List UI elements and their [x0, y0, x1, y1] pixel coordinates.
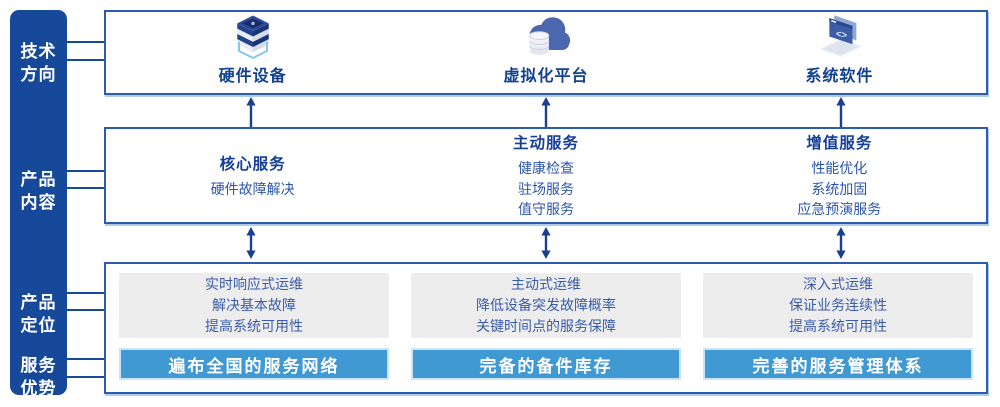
- up-arrow: [246, 97, 256, 127]
- connector-line: [65, 59, 105, 61]
- tech-item-hardware: 硬件设备: [106, 12, 399, 93]
- up-arrow: [541, 97, 551, 127]
- positioning-column-proactive: 主动式运维降低设备突发故障概率关键时间点的服务保障 完备的备件库存: [411, 273, 681, 380]
- content-column-title: 核心服务: [219, 155, 286, 173]
- tech-direction-box: 硬件设备 虚拟化平台: [104, 10, 988, 95]
- positioning-point: 提高系统可用性: [205, 318, 303, 334]
- double-arrow: [836, 227, 846, 259]
- double-arrow: [246, 227, 256, 259]
- service-item: 值守服务: [517, 201, 574, 218]
- up-arrow: [836, 97, 846, 127]
- connector-line: [65, 358, 105, 360]
- sidebar-item-product-positioning: 产品 定位: [20, 293, 57, 335]
- content-column-title: 增值服务: [806, 135, 873, 153]
- sidebar-item-product-content: 产品 内容: [20, 170, 57, 212]
- positioning-point-list: 深入式运维保证业务连续性提高系统可用性: [789, 274, 887, 337]
- content-column-value-added-service: 增值服务 性能优化系统加固应急预演服务: [693, 129, 986, 222]
- positioning-advantage-box: 实时响应式运维解决基本故障提高系统可用性 遍布全国的服务网络 主动式运维降低设备…: [104, 262, 988, 394]
- tech-label: 虚拟化平台: [503, 68, 589, 85]
- code-glyph: <>: [835, 29, 849, 42]
- positioning-point: 降低设备突发故障概率: [476, 297, 616, 313]
- positioning-panel: 深入式运维保证业务连续性提高系统可用性: [703, 273, 973, 338]
- service-item: 系统加固: [811, 180, 868, 197]
- content-item-list: 硬件故障解决: [211, 179, 295, 200]
- tech-item-virtualization: 虚拟化平台: [399, 12, 692, 93]
- positioning-point: 实时响应式运维: [205, 276, 303, 292]
- code-window-icon: <>: [820, 15, 863, 57]
- positioning-column-deep: 深入式运维保证业务连续性提高系统可用性 完善的服务管理体系: [703, 273, 973, 380]
- positioning-point: 关键时间点的服务保障: [476, 318, 616, 334]
- positioning-point: 提高系统可用性: [789, 318, 887, 334]
- content-column-core-service: 核心服务 硬件故障解决: [106, 129, 399, 222]
- advantage-badge: 遍布全国的服务网络: [119, 348, 389, 380]
- positioning-point-list: 实时响应式运维解决基本故障提高系统可用性: [205, 274, 303, 337]
- content-item-list: 健康检查驻场服务值守服务: [518, 158, 574, 220]
- tech-label: 硬件设备: [218, 68, 287, 85]
- positioning-point: 保证业务连续性: [789, 297, 887, 313]
- service-item: 性能优化: [811, 160, 868, 177]
- positioning-panel: 主动式运维降低设备突发故障概率关键时间点的服务保障: [411, 273, 681, 338]
- connector-line: [65, 41, 105, 43]
- connector-line: [65, 187, 105, 189]
- cloud-database-icon: [529, 17, 571, 55]
- sidebar-item-service-advantage: 服务 优势: [20, 356, 57, 398]
- connector-line: [65, 309, 105, 311]
- sidebar: 技术 方向 产品 内容 产品 定位 服务 优势: [10, 10, 67, 398]
- content-column-title: 主动服务: [512, 135, 579, 153]
- service-item: 硬件故障解决: [210, 180, 295, 197]
- connector-line: [65, 292, 105, 294]
- service-item: 驻场服务: [517, 180, 574, 197]
- tech-item-system-software: <> 系统软件: [693, 12, 986, 93]
- tech-label: 系统软件: [805, 68, 874, 85]
- positioning-point: 主动式运维: [511, 276, 581, 292]
- service-item: 应急预演服务: [797, 201, 882, 218]
- server-stack-icon: [236, 15, 269, 60]
- service-item: 健康检查: [517, 160, 574, 177]
- connector-line: [65, 170, 105, 172]
- advantage-badge: 完善的服务管理体系: [703, 348, 973, 380]
- content-item-list: 性能优化系统加固应急预演服务: [797, 158, 881, 220]
- advantage-badge: 完备的备件库存: [411, 348, 681, 380]
- double-arrow: [541, 227, 551, 259]
- connector-line: [65, 376, 105, 378]
- sidebar-item-tech-direction: 技术 方向: [20, 42, 57, 84]
- positioning-point: 解决基本故障: [212, 297, 296, 313]
- positioning-point-list: 主动式运维降低设备突发故障概率关键时间点的服务保障: [476, 274, 616, 337]
- product-content-box: 核心服务 硬件故障解决 主动服务 健康检查驻场服务值守服务 增值服务 性能优化系…: [104, 127, 988, 224]
- content-column-proactive-service: 主动服务 健康检查驻场服务值守服务: [399, 129, 692, 222]
- positioning-point: 深入式运维: [803, 276, 873, 292]
- positioning-panel: 实时响应式运维解决基本故障提高系统可用性: [119, 273, 389, 338]
- positioning-column-realtime: 实时响应式运维解决基本故障提高系统可用性 遍布全国的服务网络: [119, 273, 389, 380]
